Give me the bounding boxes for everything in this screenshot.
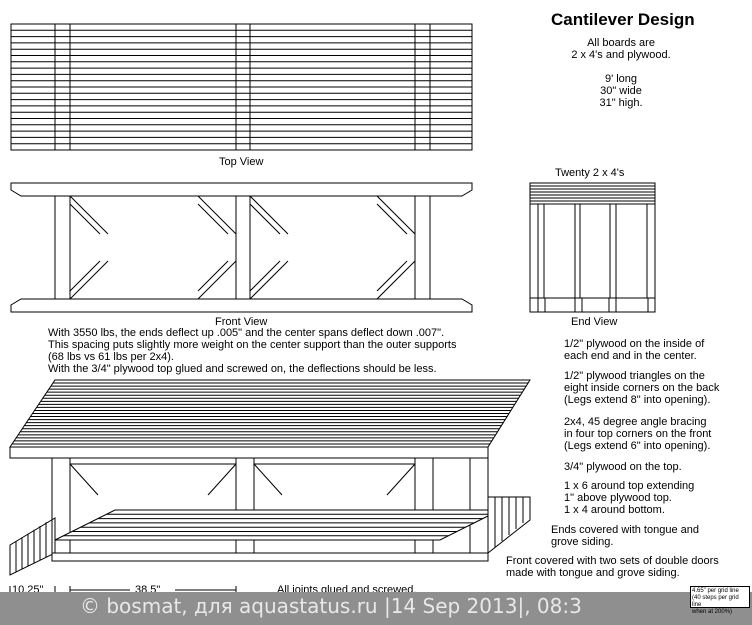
legend-line: when at 200%)	[692, 609, 733, 615]
spec-line: 9' long	[604, 73, 638, 85]
leg-post	[414, 195, 431, 300]
note-text: 1/2" plywood triangles on the	[564, 370, 705, 382]
note-text: 1 x 4 around bottom.	[564, 504, 665, 516]
legend-line: 4.65" per grid line	[692, 588, 739, 594]
end-view-drawing	[529, 182, 656, 313]
end-base	[529, 297, 656, 313]
note-text: 1 x 6 around top extending	[564, 480, 695, 492]
note-line: With the 3/4" plywood top glued and scre…	[48, 363, 437, 375]
construction-note: Ends covered with tongue and grove sidin…	[551, 524, 699, 548]
leg-post	[54, 195, 71, 300]
brace	[197, 260, 237, 300]
spec-block: All boards are 2 x 4's and plywood. 9' l…	[560, 37, 682, 109]
brace	[69, 195, 109, 235]
legend-line: (40 steps per grid line	[692, 595, 739, 608]
brace-edge	[197, 203, 229, 235]
top-beam	[10, 182, 473, 197]
note-text: 1/2" plywood on the inside of	[564, 338, 705, 350]
front-brace	[69, 463, 99, 496]
top-view-label: Top View	[219, 156, 264, 168]
end-foot	[537, 297, 546, 313]
construction-note: 3/4" plywood on the top.	[564, 461, 682, 473]
left-base	[9, 517, 56, 576]
note-text: 1" above plywood top.	[564, 492, 672, 504]
brace-edge	[249, 260, 281, 292]
brace-edge	[249, 203, 281, 235]
note-text: 3/4" plywood on the top.	[564, 461, 682, 473]
note-text: Front covered with two sets of double do…	[506, 555, 719, 567]
front-leg	[469, 457, 489, 554]
spec-line: All boards are	[587, 37, 655, 49]
note-text: (Legs extend 6" into opening).	[564, 440, 711, 452]
deflection-notes: With 3550 lbs, the ends deflect up .005"…	[48, 327, 456, 375]
construction-note: 2x4, 45 degree angle bracing in four top…	[564, 416, 711, 452]
end-foot	[574, 297, 583, 313]
grid-legend-box: 4.65" per grid line (40 steps per grid l…	[690, 586, 750, 615]
page-title: Cantilever Design	[551, 10, 695, 29]
top-edge	[9, 446, 489, 459]
brace	[249, 195, 289, 235]
brace	[376, 195, 416, 235]
note-line: (68 lbs vs 61 lbs per 2x4).	[48, 351, 174, 363]
perspective-drawing	[9, 379, 531, 576]
brace	[69, 260, 109, 300]
note-text: (Legs extend 8" into opening).	[564, 394, 711, 406]
brace-edge	[69, 260, 101, 292]
note-text: made with tongue and grove siding.	[506, 567, 680, 579]
front-view-label: Front View	[215, 316, 268, 328]
note-text: in four top corners on the front	[564, 428, 712, 440]
leg-post	[235, 195, 251, 300]
spec-line: 30" wide	[600, 85, 642, 97]
spec-line	[560, 61, 682, 73]
brace-edge	[69, 203, 101, 235]
brace	[376, 260, 416, 300]
end-foot	[647, 297, 656, 313]
note-text: Ends covered with tongue and	[551, 524, 699, 536]
brace	[249, 260, 289, 300]
note-text: eight inside corners on the back	[564, 382, 720, 394]
front-rail	[253, 457, 416, 465]
front-brace	[386, 463, 416, 496]
end-view-label: End View	[571, 316, 618, 328]
end-view-caption: Twenty 2 x 4's	[555, 167, 625, 179]
brace-edge	[376, 260, 408, 292]
bottom-beam	[10, 298, 473, 313]
construction-note: Front covered with two sets of double do…	[506, 555, 719, 579]
brace	[197, 195, 237, 235]
front-view-drawing	[10, 182, 473, 313]
note-text: each end and in the center.	[564, 350, 697, 362]
note-text: grove siding.	[551, 536, 614, 548]
spec-line: 2 x 4's and plywood.	[571, 49, 671, 61]
brace-edge	[376, 203, 408, 235]
front-brace	[253, 463, 283, 496]
watermark-text: © bosmat, для aquastatus.ru |14 Sep 2013…	[80, 594, 582, 618]
front-brace	[207, 463, 237, 496]
note-line: With 3550 lbs, the ends deflect up .005"…	[48, 327, 445, 339]
construction-note: 1/2" plywood triangles on the eight insi…	[564, 370, 719, 406]
end-foot	[608, 297, 617, 313]
note-text: 2x4, 45 degree angle bracing	[564, 416, 707, 428]
top-view-drawing	[10, 23, 473, 151]
bottom-rail	[51, 552, 489, 562]
brace-edge	[197, 260, 229, 292]
watermark-bar	[0, 592, 752, 625]
construction-note: 1/2" plywood on the inside of each end a…	[564, 338, 704, 362]
construction-note: 1 x 6 around top extending 1" above plyw…	[564, 480, 694, 516]
end-outline	[529, 182, 656, 299]
front-rail	[69, 457, 237, 465]
note-line: This spacing puts slightly more weight o…	[48, 339, 457, 351]
spec-line: 31" high.	[599, 97, 643, 109]
